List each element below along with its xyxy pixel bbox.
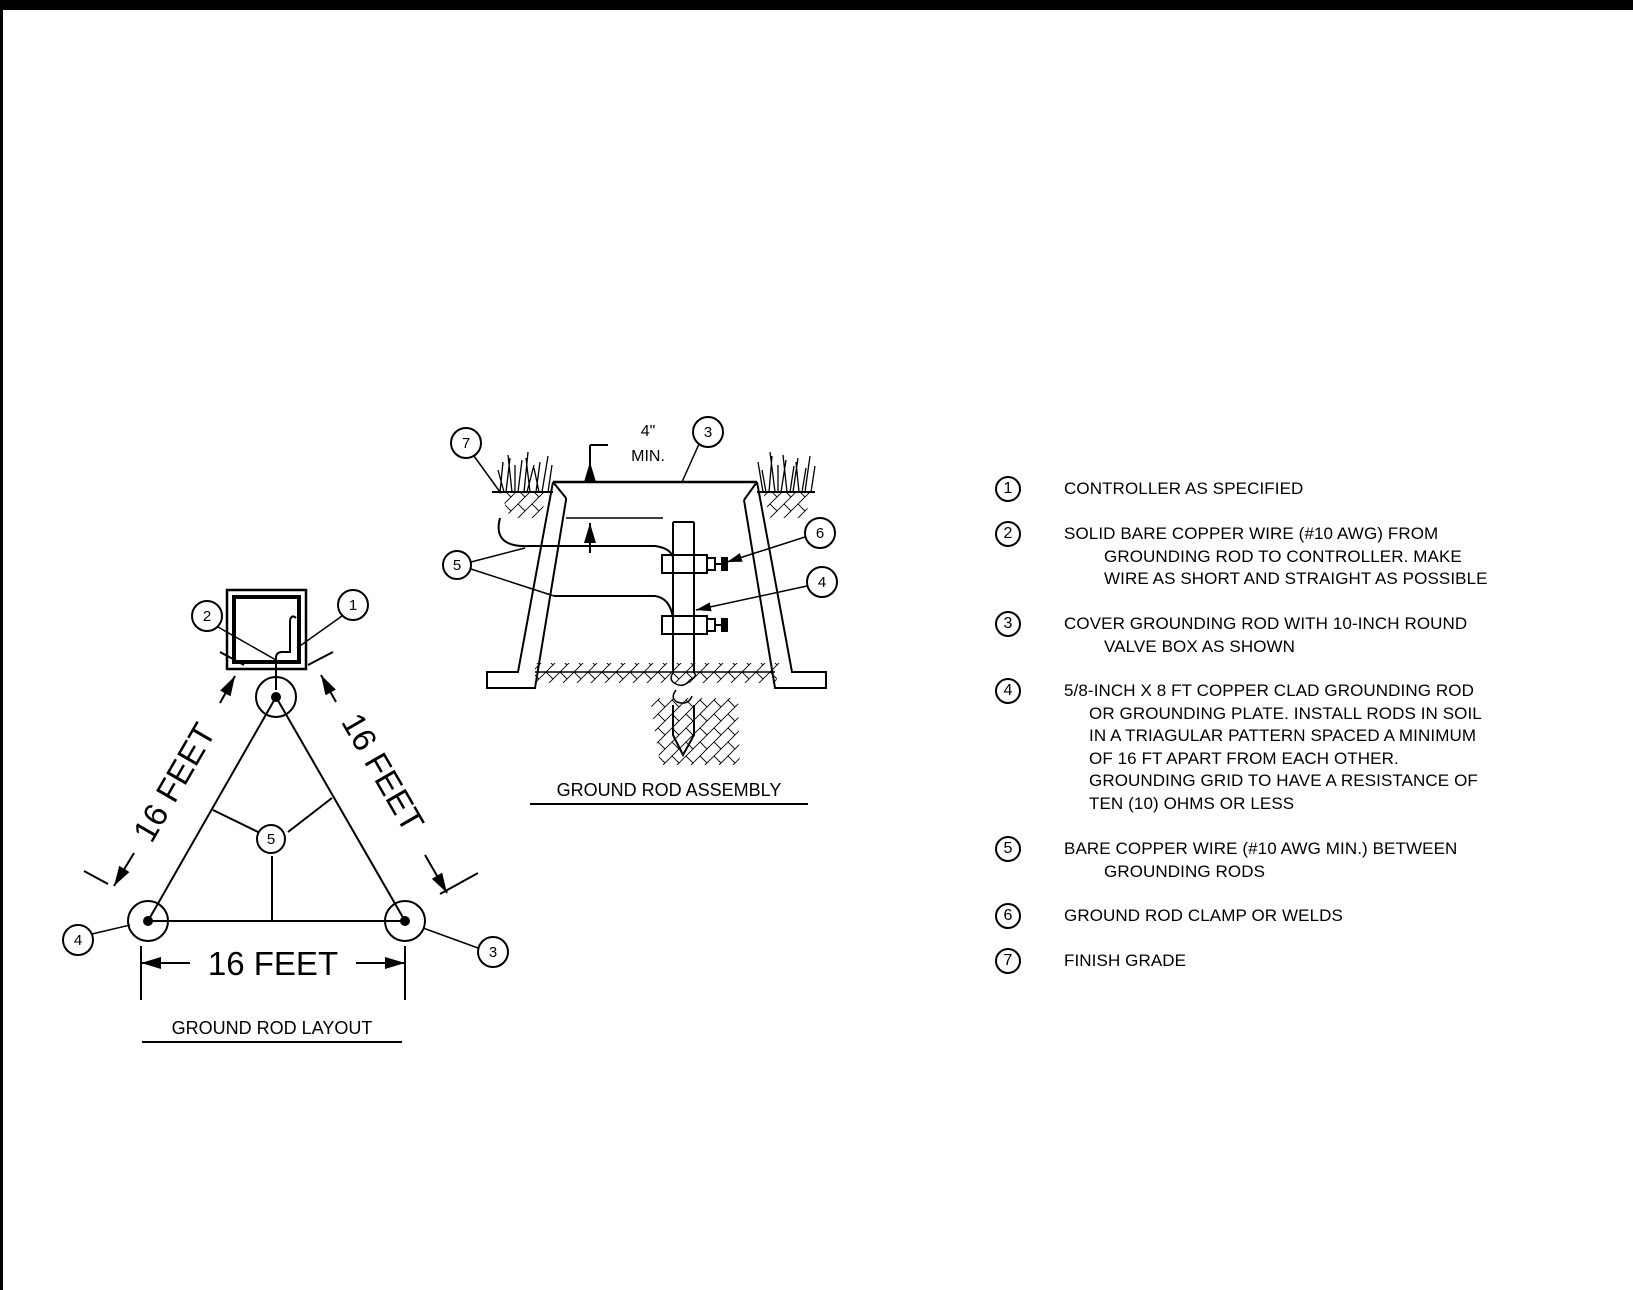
- note-text: GROUNDING GRID TO HAVE A RESISTANCE OF: [1089, 771, 1478, 790]
- callout-3: 3: [489, 944, 497, 961]
- grass-left: [497, 451, 553, 493]
- callout-5: 5: [453, 557, 461, 574]
- callout-4: 4: [74, 932, 82, 949]
- note-text: GROUNDING RODS: [1104, 861, 1266, 881]
- copper-wire-upper: [497, 517, 674, 558]
- ground-rod-layout: [62, 588, 509, 1043]
- note-text: BARE COPPER WIRE (#10 AWG MIN.) BETWEEN: [1064, 839, 1458, 858]
- rod-top: [255, 676, 297, 718]
- assembly-text: 4" MIN. GROUND ROD ASSEMBLY 3 7 5 6 4: [453, 423, 826, 800]
- ground-rod-tip: [672, 705, 695, 758]
- callout-6: 6: [816, 525, 824, 542]
- note-text: SOLID BARE COPPER WIRE (#10 AWG) FROM: [1064, 524, 1439, 543]
- callout-5: 5: [267, 831, 275, 848]
- note-text: IN A TRIAGULAR PATTERN SPACED A MINIMUM: [1089, 726, 1477, 745]
- note-text: 5/8-INCH X 8 FT COPPER CLAD GROUNDING RO…: [1064, 681, 1474, 700]
- assembly-title: GROUND ROD ASSEMBLY: [557, 780, 782, 800]
- controller-box: [225, 588, 308, 671]
- callout-3: 3: [704, 424, 712, 441]
- copper-wire-lower: [554, 595, 674, 619]
- note-text: TEN (10) OHMS OR LESS: [1089, 793, 1295, 813]
- layout-title: GROUND ROD LAYOUT: [172, 1018, 373, 1038]
- note-number: 2: [995, 521, 1021, 547]
- ground-rod: [672, 522, 695, 673]
- note-text: VALVE BOX AS SHOWN: [1104, 636, 1296, 656]
- note-text: GROUNDING ROD TO CONTROLLER. MAKE: [1104, 546, 1462, 566]
- layout-dim-bottom: 16 FEET: [208, 945, 338, 982]
- layout-dim-left: 16 FEET: [125, 717, 222, 848]
- valve-box-body: [486, 481, 827, 689]
- note-number: 1: [995, 476, 1021, 502]
- rod-clamp-upper: [661, 554, 708, 574]
- note-text: FINISH GRADE: [1064, 951, 1187, 970]
- note-number: 6: [995, 903, 1021, 929]
- note-text: WIRE AS SHORT AND STRAIGHT AS POSSIBLE: [1104, 569, 1488, 588]
- note-text: OF 16 FT APART FROM EACH OTHER.: [1089, 748, 1399, 768]
- soil-hatch-top-right: [763, 492, 812, 518]
- assembly-dim-value: 4": [641, 423, 656, 440]
- layout-dim-right: 16 FEET: [334, 707, 431, 838]
- grass-right: [757, 451, 816, 493]
- callout-2: 2: [203, 608, 211, 625]
- note-number: 5: [995, 836, 1021, 862]
- ground-rod-assembly: [442, 416, 838, 805]
- callout-1: 1: [349, 597, 357, 614]
- note-number: 7: [995, 948, 1021, 974]
- callout-7: 7: [462, 435, 470, 452]
- note-text: GROUND ROD CLAMP OR WELDS: [1064, 906, 1343, 925]
- note-number: 4: [995, 678, 1021, 704]
- rod-clamp-lower: [661, 615, 708, 635]
- note-text: OR GROUNDING PLATE. INSTALL RODS IN SOIL: [1089, 703, 1482, 723]
- callout-4: 4: [818, 574, 826, 591]
- soil-hatch-bottom: [535, 663, 780, 683]
- controller-box-inner: [232, 595, 301, 664]
- controller-wire: [275, 620, 291, 690]
- note-text: COVER GROUNDING ROD WITH 10-INCH ROUND: [1064, 614, 1468, 633]
- note-text: CONTROLLER AS SPECIFIED: [1064, 479, 1304, 498]
- note-number: 3: [995, 611, 1021, 637]
- assembly-dim-unit: MIN.: [631, 448, 665, 465]
- soil-hatch-top-left: [500, 492, 548, 518]
